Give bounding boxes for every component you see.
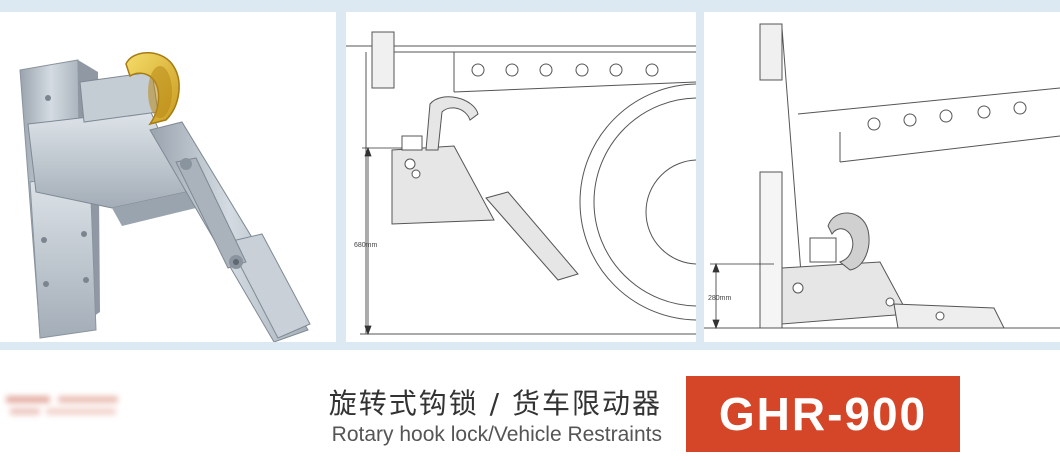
product-title-chinese: 旋转式钩锁 / 货车限动器 <box>328 387 662 420</box>
model-number-badge: GHR-900 <box>686 376 960 452</box>
dimension-label-280: 280mm <box>708 295 732 302</box>
diagram-engaged-position: 280mm <box>704 12 1060 342</box>
diagram-280mm: 280mm <box>704 23 1060 330</box>
dimension-label-680: 680mm <box>354 242 378 249</box>
diagram-raised-position: 680mm <box>346 12 696 342</box>
blurred-logo <box>6 392 124 422</box>
product-title-english: Rotary hook lock/Vehicle Restraints <box>331 423 662 446</box>
rotary-hook-lock-illustration <box>19 52 311 342</box>
diagram-680mm: 680mm <box>346 31 696 336</box>
product-photo <box>0 12 336 342</box>
